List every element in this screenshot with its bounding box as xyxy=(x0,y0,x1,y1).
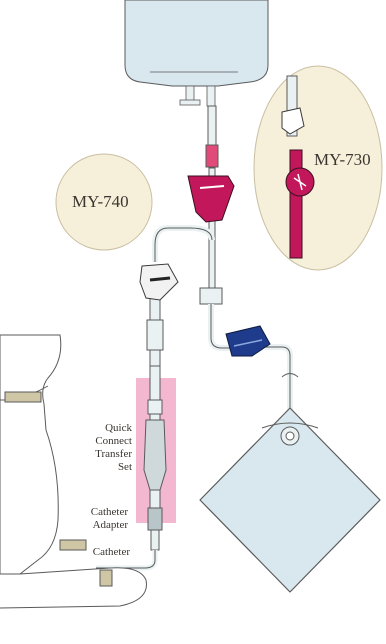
transfer-set-body xyxy=(144,420,166,490)
pinch-clamp-icon xyxy=(140,264,178,300)
catheter-adapter-label: Catheter Adapter xyxy=(64,506,128,532)
catheter-adapter-label-line-2: Adapter xyxy=(64,519,128,532)
transfer-set-label-line-3: Transfer xyxy=(64,448,132,461)
transfer-set-label-line-4: Set xyxy=(64,461,132,474)
product-label-right: MY-730 xyxy=(314,150,371,170)
product-label-left: MY-740 xyxy=(72,192,129,212)
roller-clamp-icon xyxy=(188,176,234,222)
catheter-label: Catheter xyxy=(70,546,130,559)
iv-solution-bag-icon xyxy=(125,0,268,106)
transfer-set-label-line-1: Quick xyxy=(64,422,132,435)
drainage-bag-icon xyxy=(200,408,380,592)
catheter-adapter-label-line-1: Catheter xyxy=(64,506,128,519)
slide-clamp-icon xyxy=(226,326,270,356)
transfer-set-label-line-2: Connect xyxy=(64,435,132,448)
transfer-set-label: Quick Connect Transfer Set xyxy=(64,422,132,474)
